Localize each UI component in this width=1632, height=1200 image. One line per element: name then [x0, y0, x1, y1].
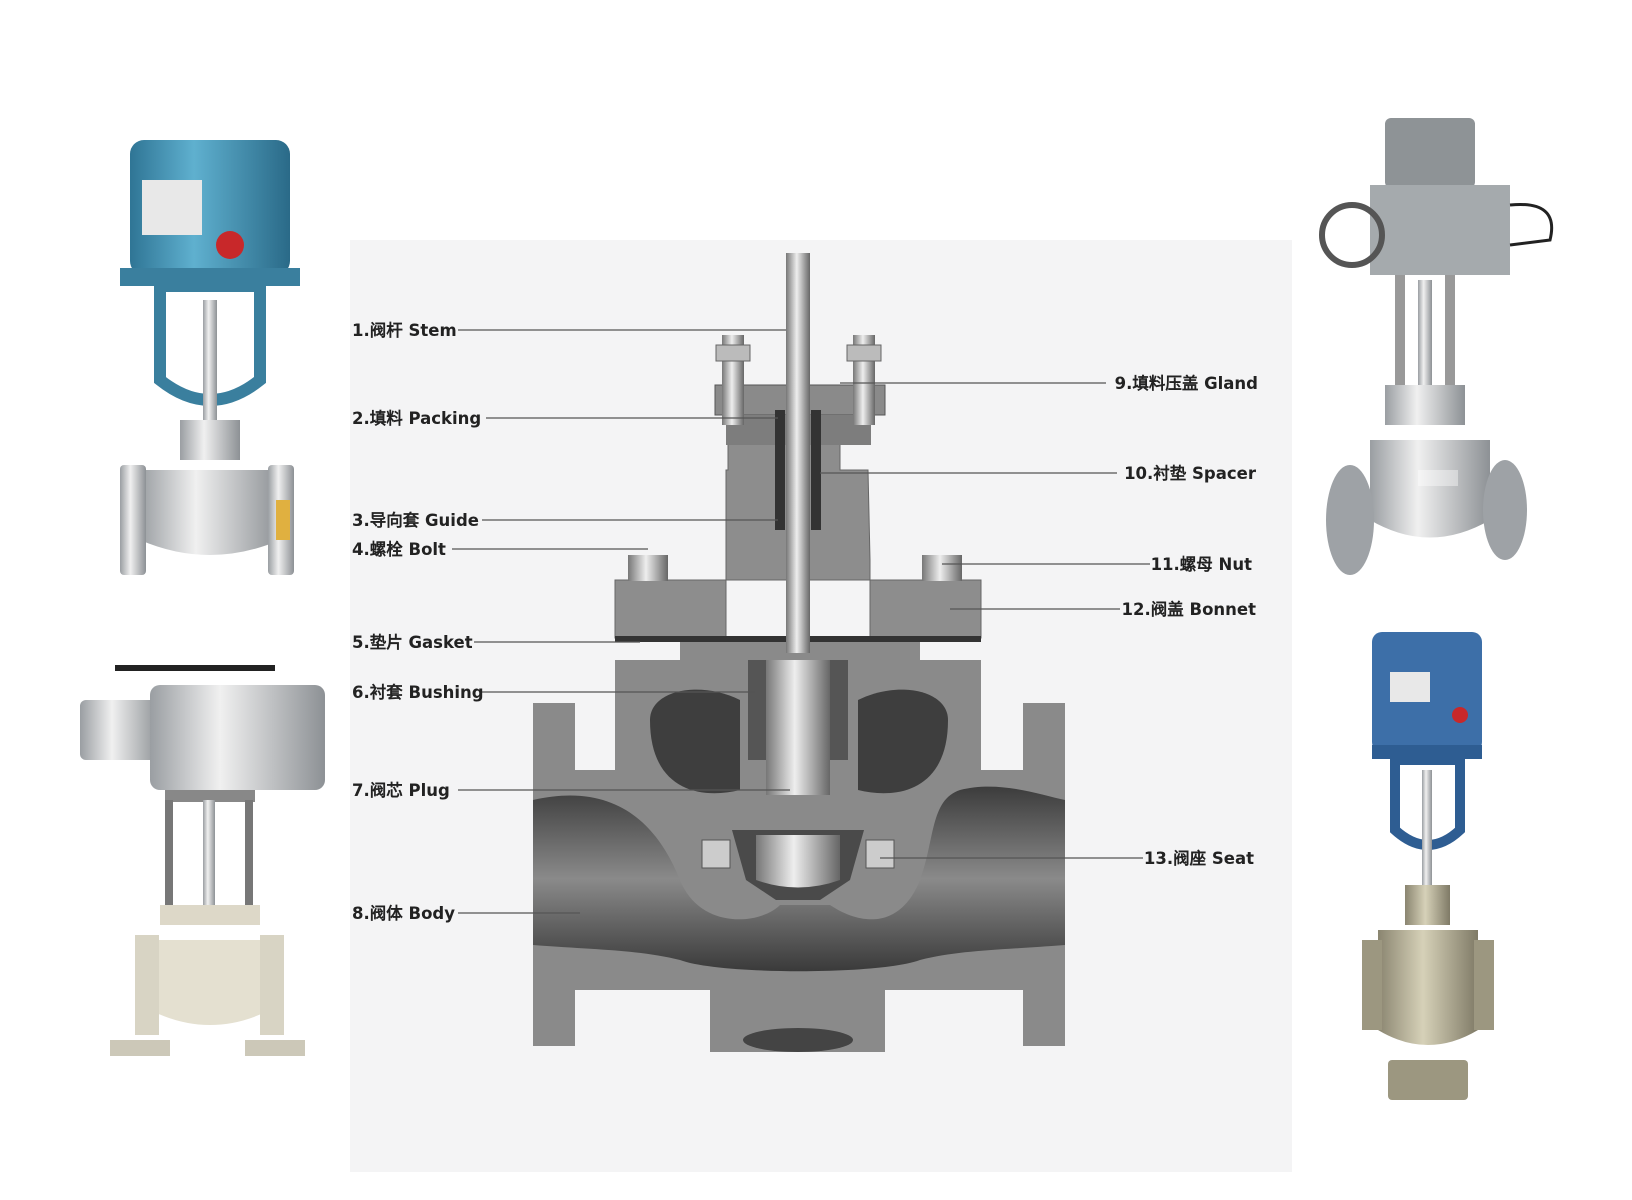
upper-cavity-left — [650, 689, 740, 794]
stem — [786, 253, 810, 653]
product-photo-grey-actuator — [80, 665, 325, 1056]
valve-cross-section — [533, 253, 1065, 1052]
label-packing: 2.填料 Packing — [352, 408, 481, 428]
bottom-opening — [743, 1028, 853, 1052]
plug-tip — [756, 835, 840, 888]
label-plug: 7.阀芯 Plug — [352, 780, 450, 800]
bushing-right — [826, 660, 848, 760]
label-spacer: 10.衬垫 Spacer — [1124, 463, 1257, 483]
packing-right — [811, 410, 821, 530]
seat-ring-left — [701, 839, 731, 869]
leader-lines — [452, 329, 1150, 914]
label-gland: 9.填料压盖 Gland — [1115, 373, 1258, 393]
label-nut: 11.螺母 Nut — [1151, 555, 1253, 574]
label-gasket: 5.垫片 Gasket — [352, 632, 473, 652]
part-labels-right: 9.填料压盖 Gland 10.衬垫 Spacer 11.螺母 Nut 12.阀… — [1115, 373, 1258, 868]
bonnet-nut-left — [628, 555, 668, 581]
plug — [766, 660, 830, 795]
upper-cavity-right — [858, 689, 948, 794]
label-body: 8.阀体 Body — [352, 903, 455, 923]
bonnet-nut-right — [922, 555, 962, 581]
label-bolt: 4.螺栓 Bolt — [352, 539, 446, 559]
label-stem: 1.阀杆 Stem — [352, 320, 457, 340]
seat-ring-right — [865, 839, 895, 869]
part-labels-left: 1.阀杆 Stem 2.填料 Packing 3.导向套 Guide 4.螺栓 … — [352, 320, 484, 923]
product-photo-blue-actuator — [120, 140, 300, 575]
packing-left — [775, 410, 785, 530]
bushing-left — [748, 660, 770, 760]
label-seat: 13.阀座 Seat — [1144, 848, 1254, 868]
label-guide: 3.导向套 Guide — [352, 510, 479, 530]
label-bonnet: 12.阀盖 Bonnet — [1122, 599, 1257, 619]
product-photo-blue-actuator-khaki — [1362, 632, 1494, 1100]
label-bushing: 6.衬套 Bushing — [352, 682, 484, 702]
flow-passage — [533, 786, 1065, 972]
product-photo-grey-box-actuator — [1319, 118, 1553, 575]
